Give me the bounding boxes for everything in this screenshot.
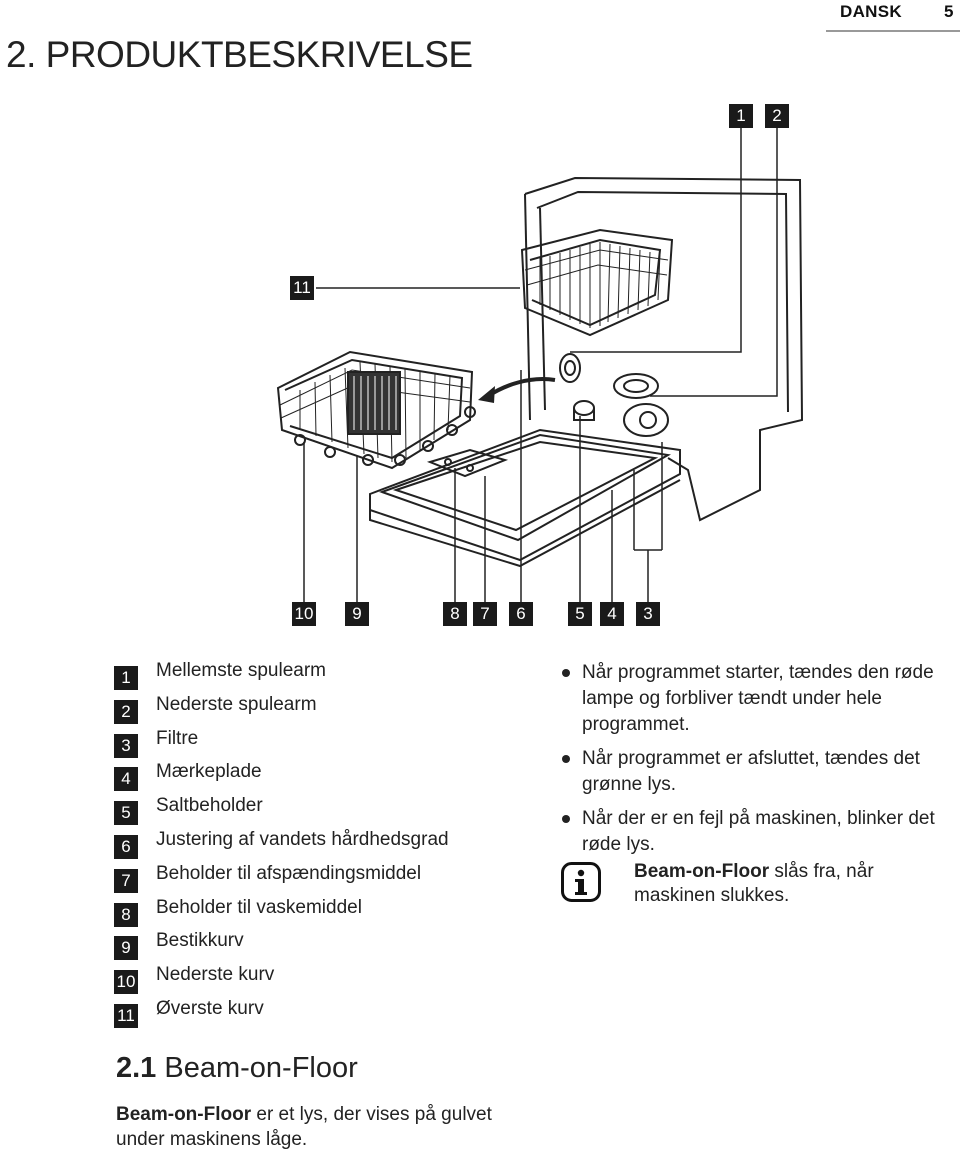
header-rule — [826, 30, 960, 32]
info-note-text: slås fra, når maskinen slukkes. — [634, 861, 874, 906]
info-note: Beam-on-Floor slås fra, når maskinen slu… — [634, 860, 954, 908]
legend-number: 10 — [114, 970, 138, 994]
legend-label: Nederste kurv — [156, 964, 275, 985]
bullet-item: Når der er en fejl på maskinen, blinker … — [560, 806, 960, 858]
status-light-bullets: Når programmet starter, tændes den røde … — [560, 660, 960, 866]
legend-number: 4 — [114, 767, 138, 791]
body-bold: Beam-on-Floor — [116, 1104, 252, 1125]
legend-label: Bestikkurv — [156, 930, 244, 951]
legend-number: 9 — [114, 936, 138, 960]
section-number: 2. — [6, 34, 36, 75]
subsection-title: 2.1 Beam-on-Floor — [116, 1052, 358, 1085]
callout-11: 11 — [290, 276, 314, 300]
legend-number: 5 — [114, 801, 138, 825]
info-icon — [561, 862, 601, 902]
dishwasher-illustration: 1 2 11 10 9 8 7 6 5 4 3 — [0, 90, 960, 640]
legend-label: Nederste spulearm — [156, 694, 317, 715]
callout-6: 6 — [509, 602, 533, 626]
legend-label: Mærkeplade — [156, 761, 262, 782]
dishwasher-drawing — [276, 128, 804, 602]
section-title-text: PRODUKTBESKRIVELSE — [45, 34, 473, 75]
callout-10: 10 — [292, 602, 316, 626]
section-title: 2. PRODUKTBESKRIVELSE — [6, 34, 473, 76]
subsection-title-text: Beam-on-Floor — [156, 1052, 358, 1084]
legend-label: Mellemste spulearm — [156, 660, 326, 681]
callout-4: 4 — [600, 602, 624, 626]
callout-2: 2 — [765, 104, 789, 128]
legend-label: Øverste kurv — [156, 998, 264, 1019]
legend-number: 8 — [114, 903, 138, 927]
callout-3: 3 — [636, 602, 660, 626]
callout-5: 5 — [568, 602, 592, 626]
callout-1: 1 — [729, 104, 753, 128]
bullet-item: Når programmet er afsluttet, tændes det … — [560, 746, 960, 798]
language-label: DANSK — [840, 2, 902, 21]
legend-number: 1 — [114, 666, 138, 690]
legend-number: 3 — [114, 734, 138, 758]
callout-9: 9 — [345, 602, 369, 626]
legend-label: Beholder til afspændingsmiddel — [156, 863, 422, 884]
subsection-number: 2.1 — [116, 1052, 157, 1084]
page-number: 5 — [944, 2, 954, 21]
legend-label: Saltbeholder — [156, 795, 263, 816]
legend-number: 7 — [114, 869, 138, 893]
legend-label: Filtre — [156, 728, 199, 749]
bullet-item: Når programmet starter, tændes den røde … — [560, 660, 960, 738]
legend-label: Justering af vandets hårdhedsgrad — [156, 829, 449, 850]
legend-number: 11 — [114, 1004, 138, 1028]
callout-8: 8 — [443, 602, 467, 626]
legend-number: 2 — [114, 700, 138, 724]
callout-7: 7 — [473, 602, 497, 626]
info-note-bold: Beam-on-Floor — [634, 861, 770, 882]
body-text: er et lys, der vises på gulvet under mas… — [116, 1104, 492, 1150]
body-paragraph: Beam-on-Floor er et lys, der vises på gu… — [116, 1102, 516, 1152]
legend-number: 6 — [114, 835, 138, 859]
legend-label: Beholder til vaskemiddel — [156, 897, 362, 918]
